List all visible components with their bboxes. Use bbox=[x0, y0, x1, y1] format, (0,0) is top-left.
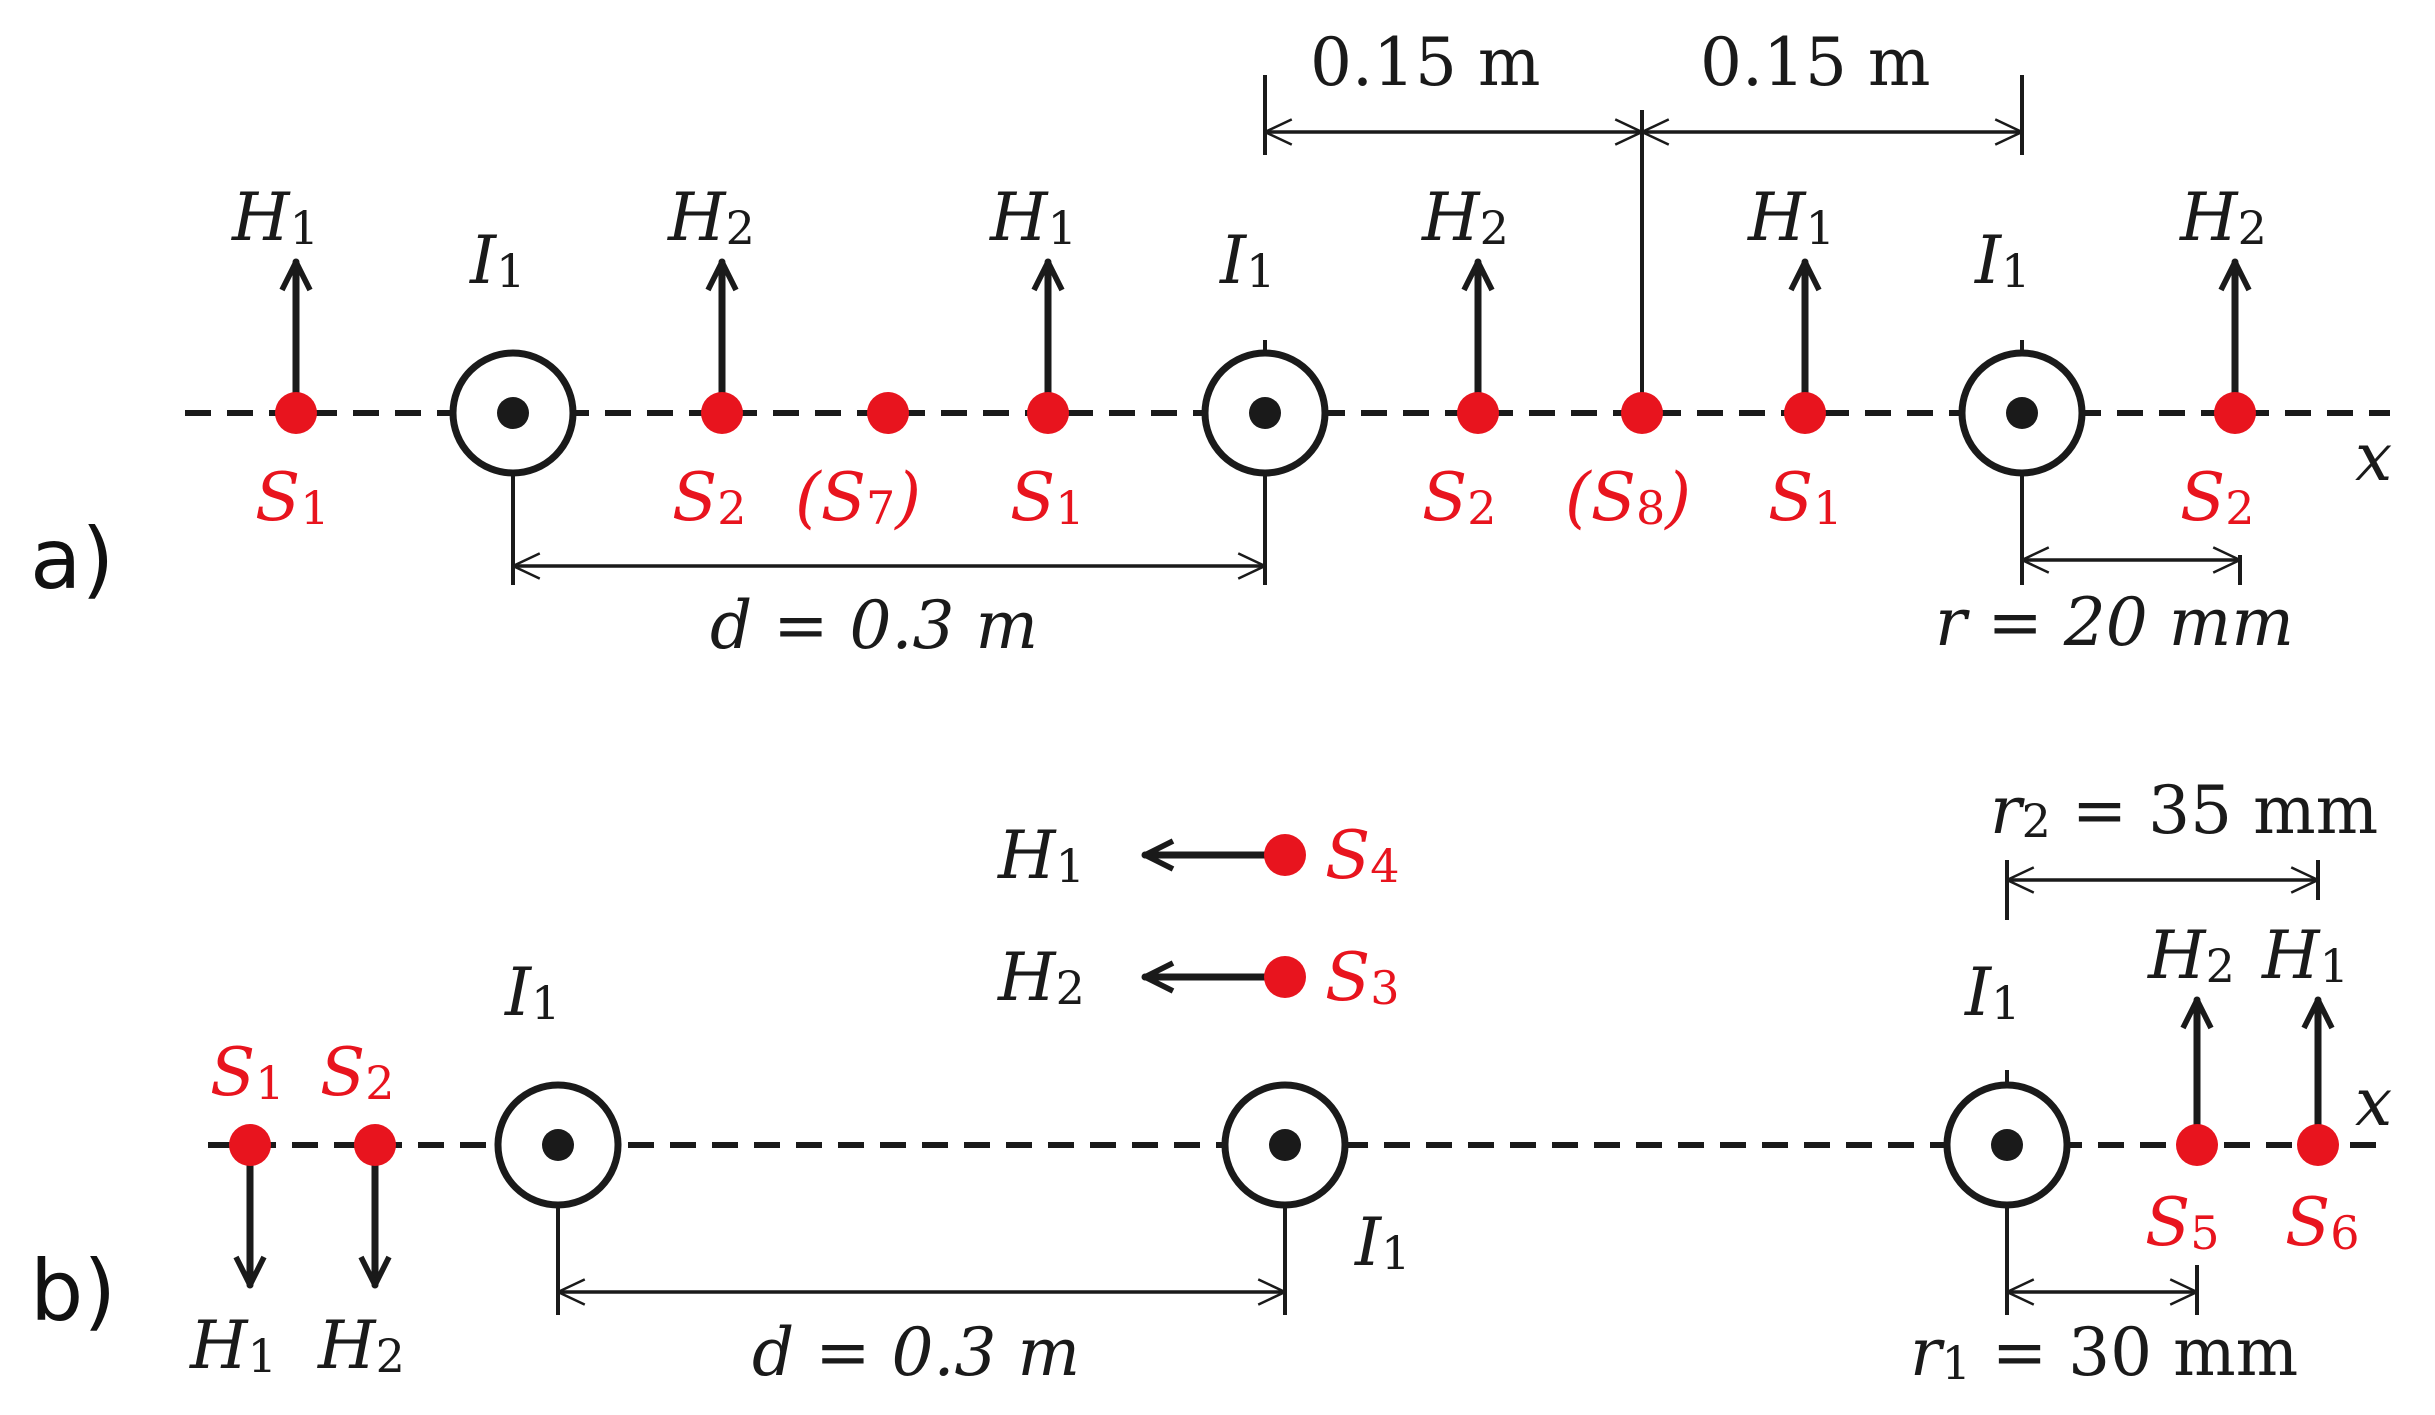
sensor-dot bbox=[1784, 392, 1826, 434]
field-label: H1 bbox=[1747, 179, 1835, 256]
field-label: H2 bbox=[2179, 179, 2267, 256]
d-label: d = 0.3 m bbox=[752, 1314, 1080, 1391]
sensor-label: S2 bbox=[2180, 459, 2255, 536]
field-label: H1 bbox=[189, 1307, 277, 1384]
dim-label-left: 0.15 m bbox=[1310, 24, 1541, 101]
sensor-dot bbox=[1264, 956, 1306, 998]
r2-label: r2 = 35 mm bbox=[1990, 772, 2378, 849]
field-label: H2 bbox=[2147, 917, 2235, 994]
wire-label-1: I1 bbox=[504, 954, 560, 1031]
sensor-label: S6 bbox=[2285, 1184, 2360, 1261]
panel-b-axis-label: x bbox=[2355, 1064, 2392, 1141]
sensor-dot bbox=[701, 392, 743, 434]
sensor-label: S2 bbox=[1422, 459, 1497, 536]
wire-label-3: I1 bbox=[1964, 954, 2020, 1031]
sensor-label: S1 bbox=[1768, 459, 1843, 536]
wire-3 bbox=[1943, 1070, 2071, 1209]
sensor-dot bbox=[275, 392, 317, 434]
field-label: H1 bbox=[997, 817, 1085, 894]
sensor-dot bbox=[867, 392, 909, 434]
field-label: H2 bbox=[317, 1307, 405, 1384]
sensor-dot bbox=[229, 1124, 271, 1166]
panel-a: a) x 0.15 m 0.15 m d = 0.3 m r = 20 mm bbox=[30, 24, 2392, 664]
field-label: H1 bbox=[231, 179, 319, 256]
field-label: H2 bbox=[1421, 179, 1509, 256]
sensor-label: S2 bbox=[320, 1034, 395, 1111]
wire-3 bbox=[1958, 340, 2086, 477]
sensor-dot bbox=[354, 1124, 396, 1166]
sensor-dot bbox=[1457, 392, 1499, 434]
wire-label-3: I1 bbox=[1974, 222, 2030, 299]
wire-label-2: I1 bbox=[1354, 1204, 1410, 1281]
field-label: H2 bbox=[997, 939, 1085, 1016]
dim-label-right: 0.15 m bbox=[1700, 24, 1931, 101]
sensor-label: S5 bbox=[2145, 1184, 2220, 1261]
panel-a-axis-label: x bbox=[2355, 419, 2392, 496]
wire-1 bbox=[494, 1081, 622, 1209]
d-label: d = 0.3 m bbox=[710, 587, 1038, 664]
sensor-label: S1 bbox=[1010, 459, 1085, 536]
wire-2 bbox=[1201, 340, 1329, 477]
sensor-dot bbox=[1621, 392, 1663, 434]
sensor-dot bbox=[2214, 392, 2256, 434]
sensor-label: S4 bbox=[1325, 817, 1400, 894]
sensor-label: (S7) bbox=[795, 459, 921, 536]
wire-1 bbox=[449, 349, 577, 477]
wire-label-1: I1 bbox=[469, 222, 525, 299]
sensor-dot bbox=[1264, 834, 1306, 876]
sensor-label: S1 bbox=[210, 1034, 285, 1111]
field-label: H1 bbox=[2261, 917, 2349, 994]
wire-2 bbox=[1221, 1081, 1349, 1209]
panel-b: b) x r2 = 35 mm d = 0.3 m r1 = 30 mm bbox=[30, 772, 2392, 1391]
panel-a-label: a) bbox=[30, 510, 114, 608]
panel-b-label: b) bbox=[30, 1242, 116, 1340]
field-label: H1 bbox=[989, 179, 1077, 256]
sensor-label: S1 bbox=[255, 459, 330, 536]
sensor-dot bbox=[2297, 1124, 2339, 1166]
field-label: H2 bbox=[667, 179, 755, 256]
wire-label-2: I1 bbox=[1219, 222, 1275, 299]
sensor-dot bbox=[2176, 1124, 2218, 1166]
r-label: r = 20 mm bbox=[1935, 584, 2294, 661]
sensor-label: (S8) bbox=[1565, 459, 1691, 536]
sensor-label: S3 bbox=[1325, 939, 1400, 1016]
sensor-label: S2 bbox=[672, 459, 747, 536]
r1-label: r1 = 30 mm bbox=[1910, 1314, 2298, 1391]
sensor-dot bbox=[1027, 392, 1069, 434]
